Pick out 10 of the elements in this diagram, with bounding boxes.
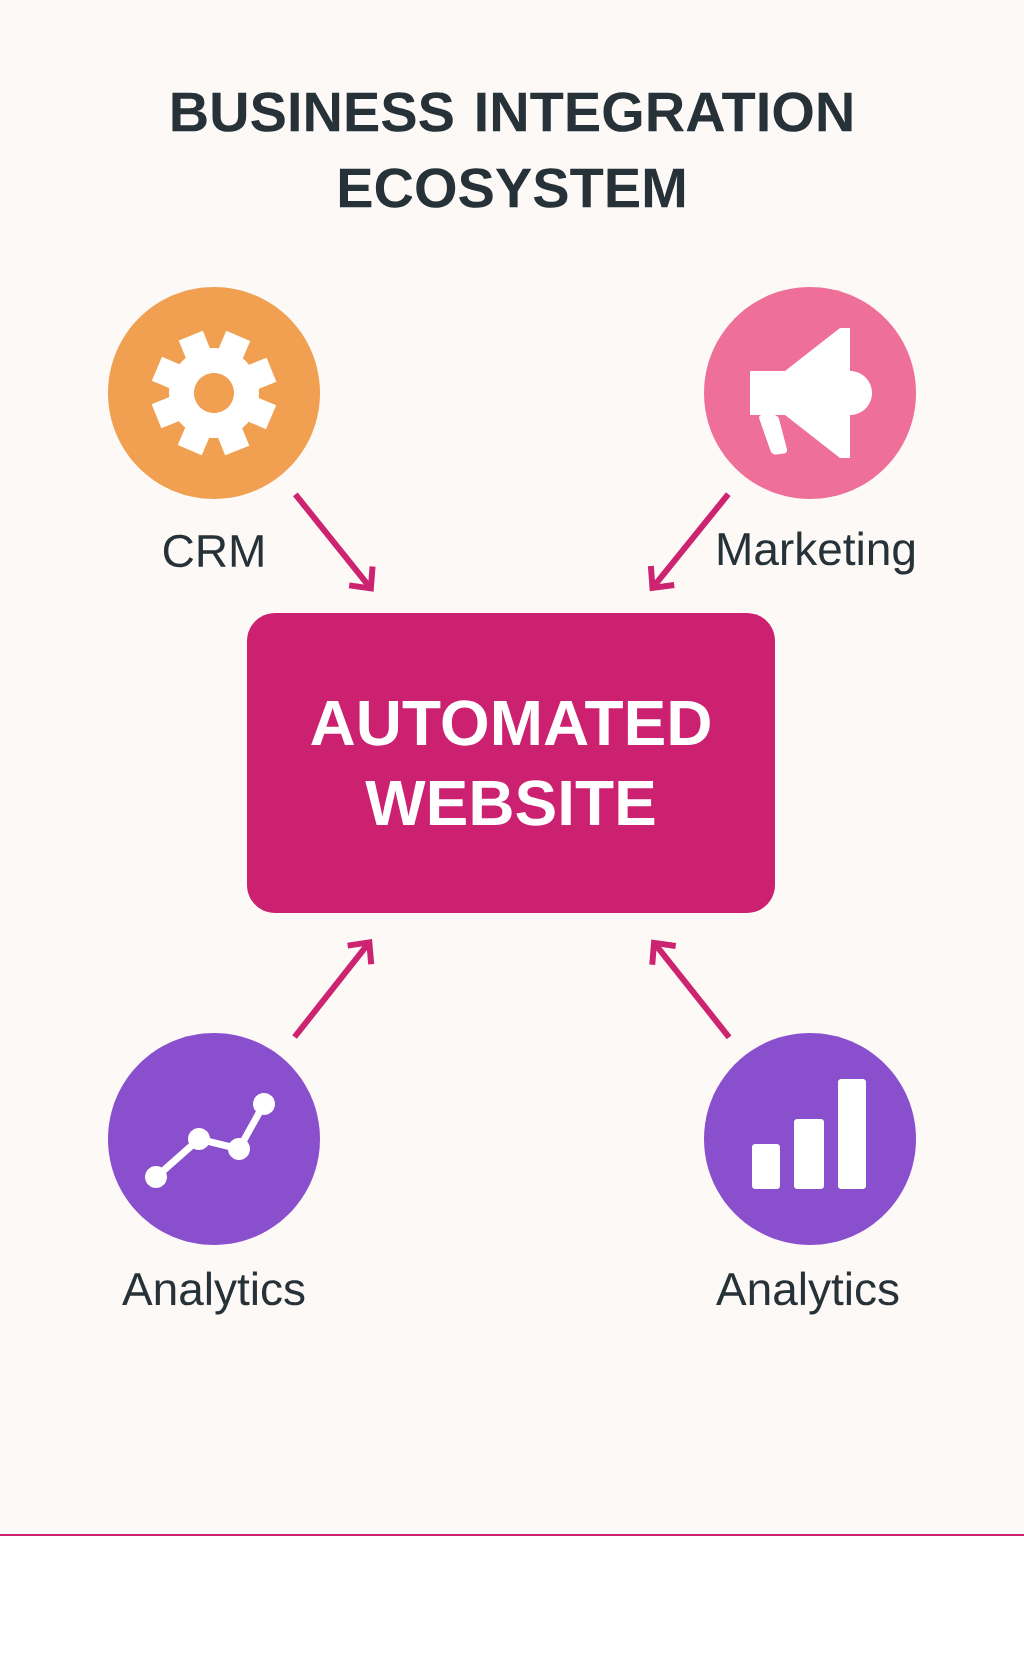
node-label: Analytics: [716, 1271, 899, 1315]
node-label: CRM: [163, 534, 263, 568]
arrow: [649, 939, 732, 1040]
arrow: [647, 492, 731, 592]
arrow: [293, 492, 376, 592]
node-label: Analytics: [122, 1271, 305, 1315]
process-box: AUTOMATED WEBSITE: [247, 613, 775, 913]
node-label: Marketing: [718, 531, 914, 575]
title: BUSINESS INTEGRATION ECOSYSTEM: [172, 92, 852, 208]
arrow: [292, 938, 375, 1039]
